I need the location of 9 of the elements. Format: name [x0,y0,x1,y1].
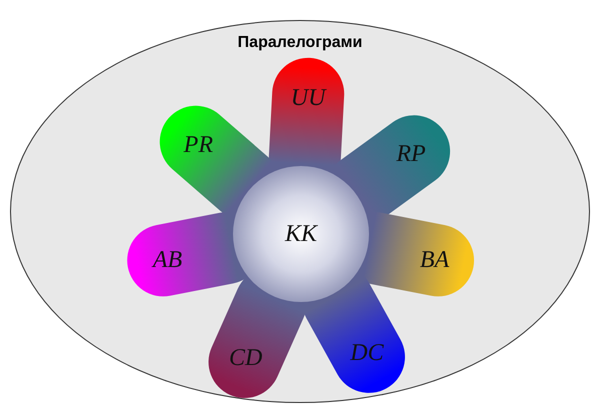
petal-label: AB [152,246,182,275]
petal-label: DC [350,338,384,368]
petal-label: CD [229,344,262,374]
center-label: KK [284,220,317,249]
petal-label: PR [184,130,213,160]
petal-label: BA [420,246,450,275]
group-title: Паралелограми [238,33,362,53]
petal-label: RP [396,140,426,170]
petal-label: UU [290,84,326,114]
